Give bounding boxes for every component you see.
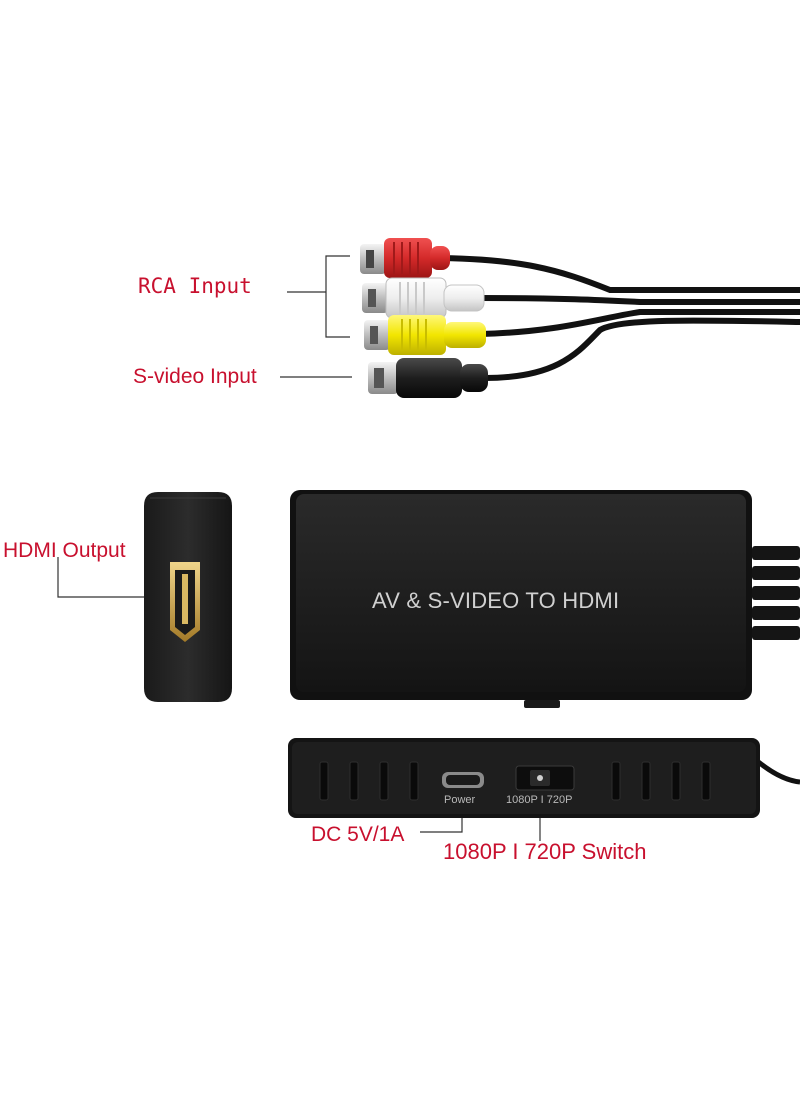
rca-svideo-cable-bundle <box>360 238 800 398</box>
dc-power-label: DC 5V/1A <box>311 823 405 846</box>
resolution-switch-label: 1080P I 720P Switch <box>443 839 647 864</box>
hdmi-port <box>170 562 200 642</box>
vent-slots-right <box>611 761 711 801</box>
svideo-connector <box>368 358 488 398</box>
resolution-switch <box>515 765 575 791</box>
vent-slots-left <box>319 761 419 801</box>
red-rca-connector <box>360 238 450 278</box>
rca-bracket-line <box>325 255 350 338</box>
converter-top-view <box>290 490 800 708</box>
hdmi-end-view <box>144 492 232 702</box>
power-port <box>442 772 484 788</box>
hdmi-callout-line <box>57 557 176 598</box>
white-rca-connector <box>362 277 485 319</box>
hdmi-output-label: HDMI Output <box>3 539 126 562</box>
rca-input-label: RCA Input <box>138 274 252 298</box>
yellow-rca-connector <box>364 315 486 355</box>
switch-port-label: 1080P I 720P <box>506 794 573 806</box>
svideo-input-label: S-video Input <box>133 365 257 388</box>
cable-wires <box>427 255 800 381</box>
power-port-label: Power <box>444 794 476 806</box>
device-title: AV & S-VIDEO TO HDMI <box>372 588 620 613</box>
converter-side-view <box>288 738 800 818</box>
